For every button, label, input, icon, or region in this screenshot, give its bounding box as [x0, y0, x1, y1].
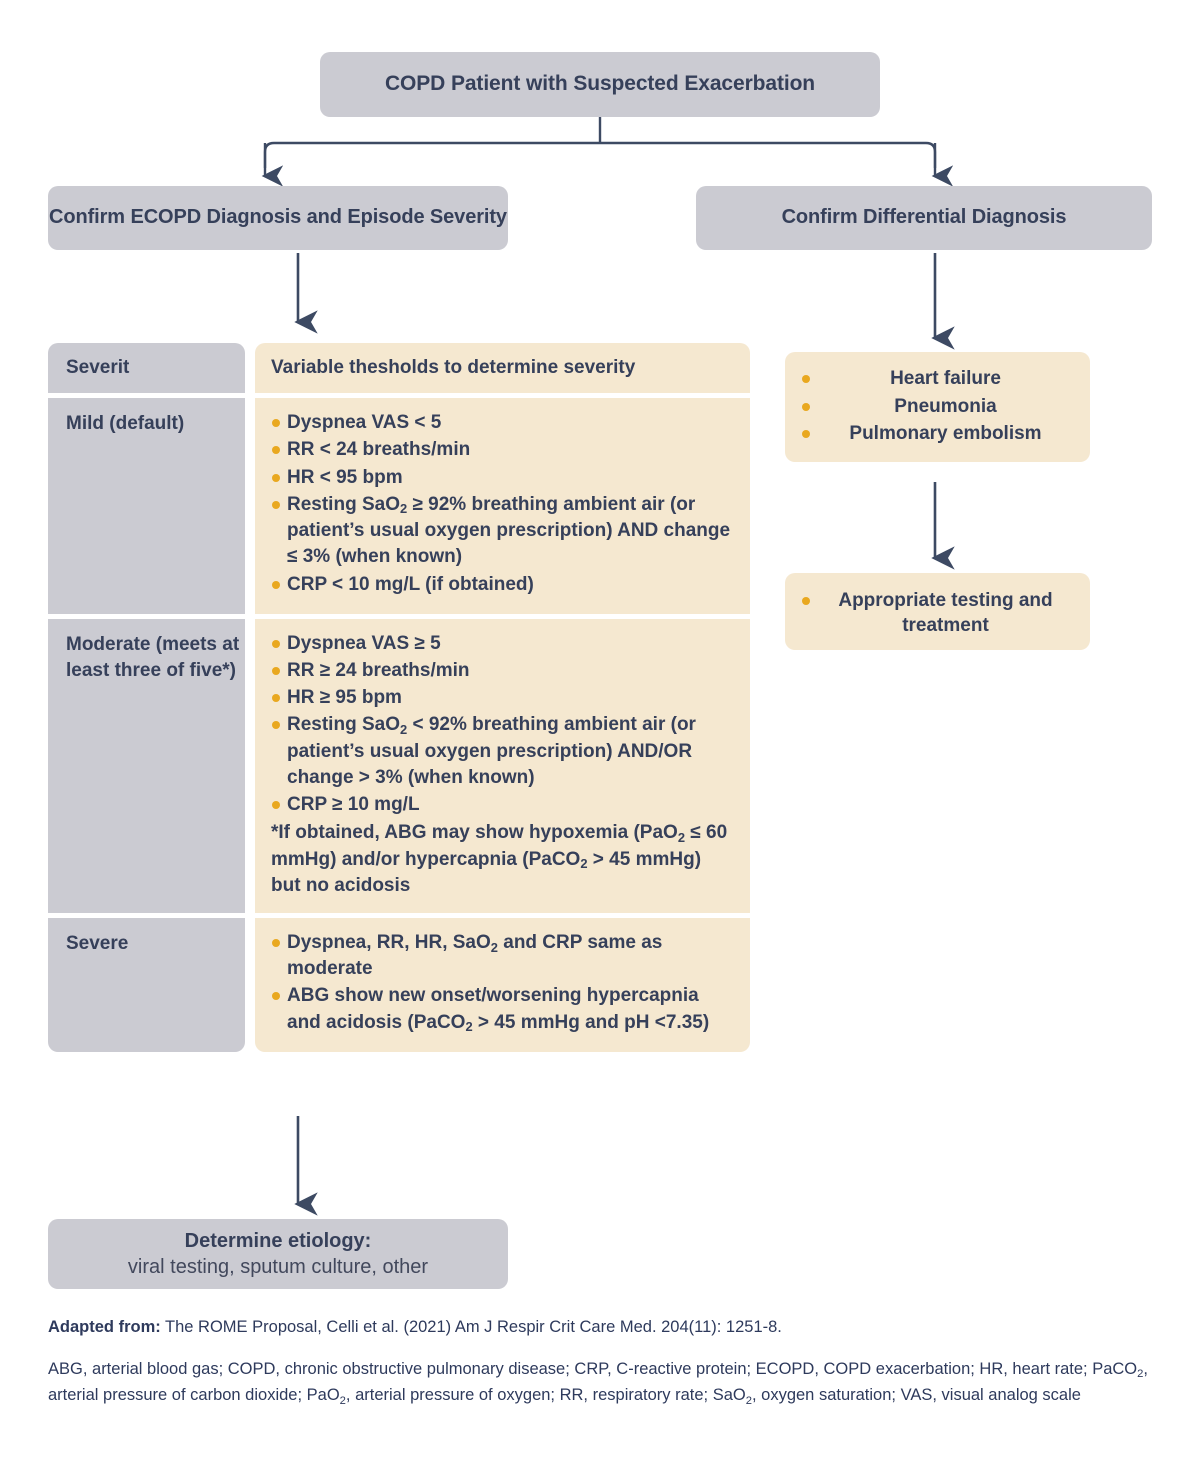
list-item: Appropriate testing and treatment	[801, 588, 1074, 639]
bullet-list: Appropriate testing and treatment	[801, 588, 1074, 639]
node-confirm-ecopd: Confirm ECOPD Diagnosis and Episode Seve…	[48, 186, 508, 250]
node-determine-etiology: Determine etiology: viral testing, sputu…	[48, 1219, 508, 1289]
footnote-source: Adapted from: The ROME Proposal, Celli e…	[48, 1315, 1158, 1340]
list-item: RR < 24 breaths/min	[271, 437, 734, 463]
node-root: COPD Patient with Suspected Exacerbation	[320, 52, 880, 117]
node-root-label: COPD Patient with Suspected Exacerbation	[384, 72, 816, 96]
table-row: Severe Dyspnea, RR, HR, SaO2 and CRP sam…	[48, 917, 750, 1052]
list-item: CRP ≥ 10 mg/L	[271, 792, 734, 818]
list-item: CRP < 10 mg/L (if obtained)	[271, 572, 734, 598]
list-item: Dyspnea, RR, HR, SaO2 and CRP same as mo…	[271, 930, 734, 982]
table-row: Moderate (meets at least three of five*)…	[48, 618, 750, 913]
list-item: HR ≥ 95 bpm	[271, 685, 734, 711]
footnotes: Adapted from: The ROME Proposal, Celli e…	[48, 1315, 1158, 1409]
footnote-abbreviations: ABG, arterial blood gas; COPD, chronic o…	[48, 1359, 1148, 1407]
severity-header-body: Variable thesholds to determine severity	[255, 343, 750, 394]
list-item: Resting SaO2 ≥ 92% breathing ambient air…	[271, 492, 734, 571]
severity-row-body: Dyspnea, RR, HR, SaO2 and CRP same as mo…	[255, 917, 750, 1052]
severity-row-label: Mild (default)	[48, 398, 245, 614]
list-item: HR < 95 bpm	[271, 465, 734, 491]
etiology-subtitle: viral testing, sputum culture, other	[127, 1256, 429, 1278]
node-confirm-differential: Confirm Differential Diagnosis	[696, 186, 1152, 250]
severity-header-row: Severit Variable thesholds to determine …	[48, 343, 750, 394]
bullet-list: Dyspnea, RR, HR, SaO2 and CRP same as mo…	[271, 930, 734, 1036]
list-item: Dyspnea VAS ≥ 5	[271, 631, 734, 657]
severity-row-note: *If obtained, ABG may show hypoxemia (Pa…	[271, 822, 728, 896]
list-item: Pulmonary embolism	[801, 421, 1074, 448]
list-item: Resting SaO2 < 92% breathing ambient air…	[271, 712, 734, 791]
etiology-title: Determine etiology:	[184, 1230, 372, 1252]
footnote-source-text: The ROME Proposal, Celli et al. (2021) A…	[160, 1318, 782, 1336]
list-item: ABG show new onset/worsening hypercapnia…	[271, 983, 734, 1035]
severity-header-label: Severit	[48, 343, 245, 394]
list-item: Pneumonia	[801, 394, 1074, 421]
footnote-source-label: Adapted from:	[48, 1318, 161, 1336]
list-item: Dyspnea VAS < 5	[271, 410, 734, 436]
node-confirm-ecopd-label: Confirm ECOPD Diagnosis and Episode Seve…	[49, 206, 507, 229]
node-confirm-differential-label: Confirm Differential Diagnosis	[781, 206, 1067, 229]
list-item: Heart failure	[801, 366, 1074, 393]
box-appropriate-testing: Appropriate testing and treatment	[785, 573, 1090, 650]
list-item: RR ≥ 24 breaths/min	[271, 658, 734, 684]
severity-row-label: Moderate (meets at least three of five*)	[48, 618, 245, 913]
severity-row-label: Severe	[48, 917, 245, 1052]
severity-table: Severit Variable thesholds to determine …	[48, 343, 750, 1057]
